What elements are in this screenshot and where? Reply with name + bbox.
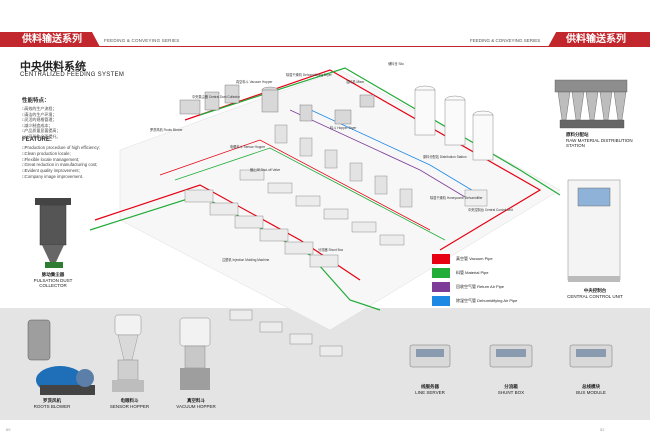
legend-row-dehumid: 除湿空气管 Dehumidifying Air Pipe	[432, 296, 542, 306]
legend-swatch	[432, 268, 450, 278]
material-pipe	[174, 147, 446, 241]
header-left-subtitle: FEEDING & CONVEYING SERIES	[104, 38, 180, 43]
feature-item: □Production procedure of high efficiency…	[22, 145, 100, 150]
return-air-pipe	[289, 109, 471, 201]
legend-swatch	[432, 296, 450, 306]
feature-item: □Evident quality improvement;	[22, 168, 80, 174]
dust-collector-illustration	[35, 198, 71, 268]
feature-item: □公司形象全面提升。	[22, 133, 61, 139]
shunt-box-illustration	[489, 344, 533, 368]
diagram-label: 罗茨风机 Roots Blower	[150, 128, 183, 132]
vacuum-pipe	[159, 139, 431, 231]
control-unit-illustration	[567, 179, 621, 282]
diagram-label: 储料仓 Silo	[388, 62, 404, 66]
feature-item: □高效的生产流程；	[22, 106, 57, 111]
feature-item: □灵活的规格管理；	[22, 117, 57, 123]
features-heading-en: FEATURE:	[22, 137, 52, 143]
feature-item: □产品质量显著提高；	[22, 128, 61, 134]
legend-row-return-air: 回收空气管 Return Air Pipe	[432, 282, 542, 292]
legend-row-material: 料管 Material Pipe	[432, 268, 542, 278]
diagram-label: 混料机 Mixer	[346, 80, 365, 84]
dehumid-air-pipe	[299, 104, 481, 196]
diagram-label: 分流器 Shunt Box	[318, 248, 344, 252]
diagram-label: 电眼料斗 Sensor Hopper	[230, 145, 266, 149]
feature-item: □Flexible locale management;	[22, 156, 80, 162]
silo-group	[414, 85, 494, 161]
diagram-label: 注塑机 Injection Molding Machine	[222, 258, 270, 262]
line-server-illustration	[409, 344, 451, 368]
diagram-control-unit	[464, 189, 488, 207]
page-number-left: 69	[6, 427, 11, 432]
machine-row-upper	[274, 124, 413, 208]
diagram-label: 原料分配站 Distribution Station	[423, 155, 467, 159]
header-right-rule	[325, 46, 650, 47]
diagram-label: 中央控制台 Central Control Unit	[468, 208, 513, 212]
header-left-banner: 供料输送系列	[0, 32, 100, 47]
page-title-en: CENTRALIZED FEEDING SYSTEM	[20, 72, 125, 78]
diagram-label: 料斗 Hopper Dryer	[330, 126, 357, 130]
feature-item: □Company image improvement.	[22, 173, 84, 179]
features-heading-cn: 性能特点：	[22, 98, 50, 104]
diagram-label: 截止阀 Shut-off Valve	[250, 168, 281, 172]
features-list-en: □Production procedure of high efficiency…	[22, 145, 100, 180]
page-number-right: 52	[600, 427, 605, 432]
header-right-subtitle: FEEDING & CONVEYING SERIES	[470, 38, 541, 43]
features-list-cn: □高效的生产流程； □清洁的生产环境； □灵活的规格管理； □减少制造成本； □…	[22, 106, 60, 140]
top-equipment	[179, 84, 375, 125]
injection-machines	[184, 169, 405, 357]
feature-item: □减少制造成本；	[22, 122, 53, 128]
feature-item: □Great reduction in manufacturing cost;	[22, 162, 98, 168]
header-right-banner: 供料输送系列	[548, 32, 650, 47]
diagram-label: 除湿干燥机 Dehumidifying Dryer	[286, 73, 332, 77]
feature-item: □Clean production locale;	[22, 150, 71, 156]
header-left-rule	[0, 46, 325, 47]
legend-row-vacuum: 真空管 Vacuum Pipe	[432, 254, 542, 264]
diagram-label: 真空料斗 Vacuum Hopper	[236, 80, 273, 84]
feature-item: □清洁的生产环境；	[22, 111, 57, 117]
bus-module-illustration	[569, 344, 613, 368]
diagram-label: 除湿干燥机 Honeycomb Dehumidifier	[430, 196, 483, 200]
distribution-station-illustration	[554, 79, 628, 129]
legend-swatch	[432, 254, 450, 264]
vacuum-hopper-illustration	[179, 317, 211, 390]
diagram-label: 中央集尘器 Central Dust Collector	[192, 95, 241, 99]
page-title: 中央供料系统	[20, 61, 86, 73]
sensor-hopper-illustration	[112, 314, 144, 392]
legend-swatch	[432, 282, 450, 292]
roots-blower-illustration	[27, 319, 95, 395]
